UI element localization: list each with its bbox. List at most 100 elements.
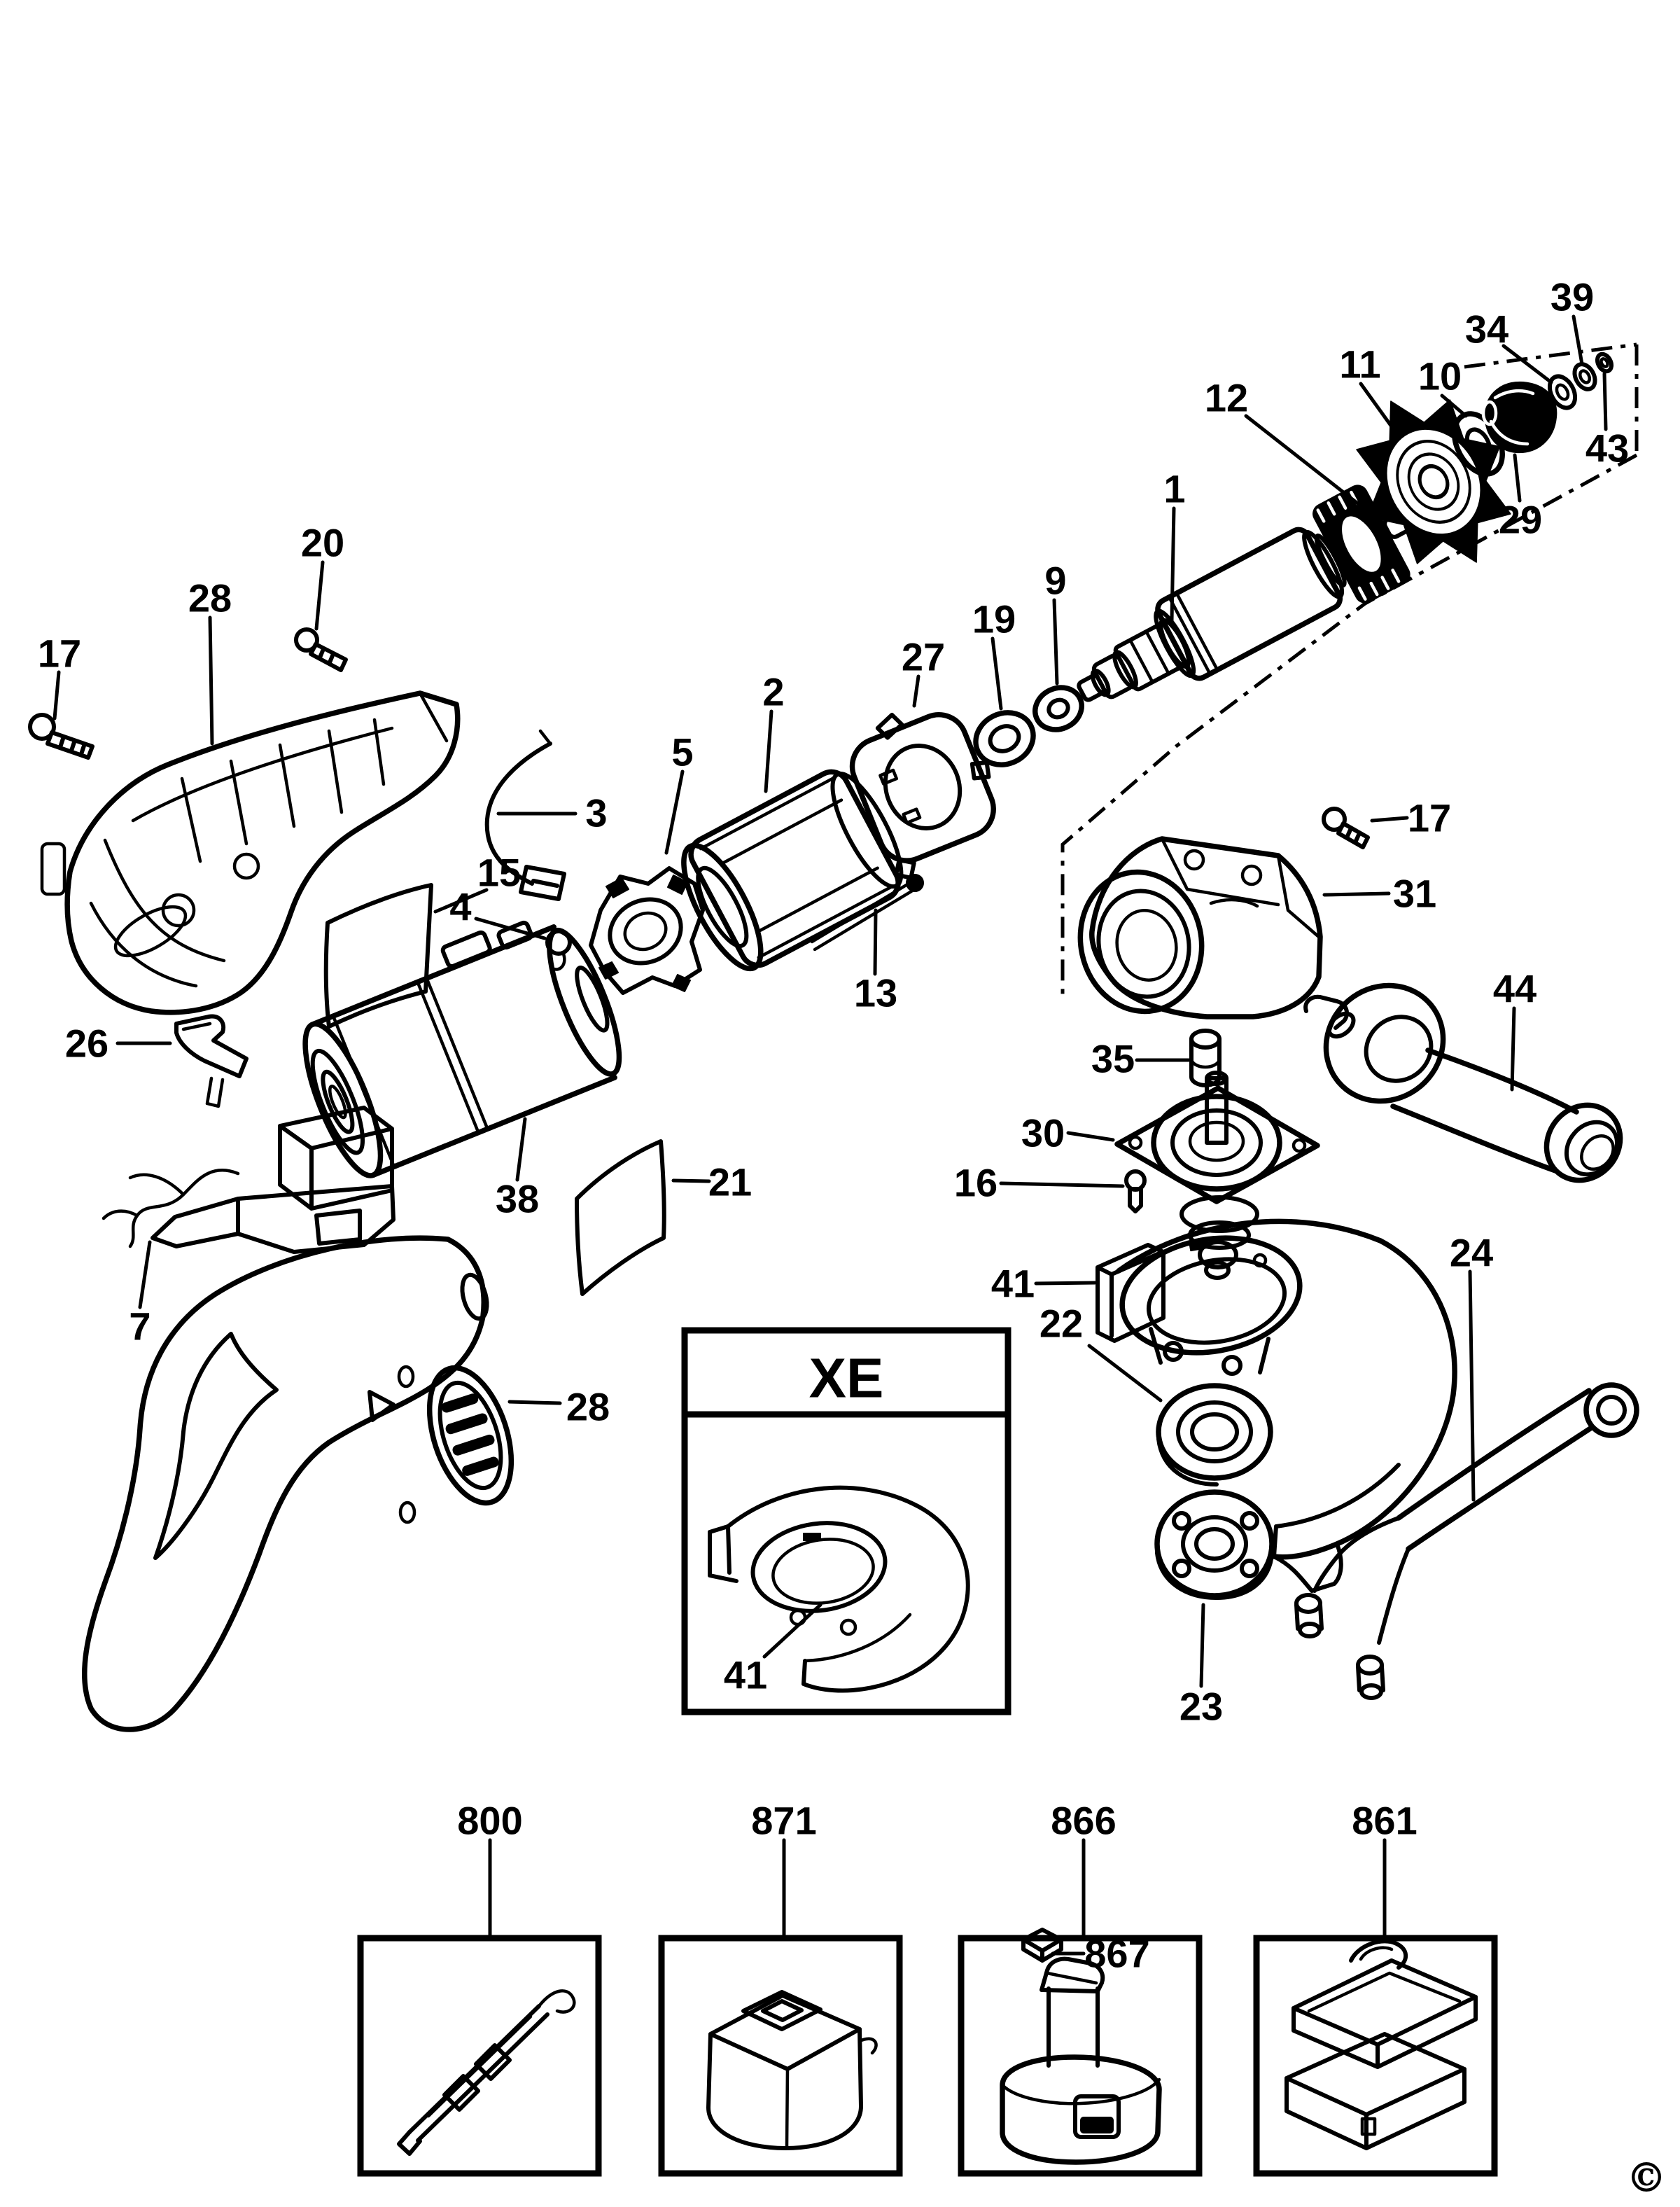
brush-holder-5	[589, 866, 705, 995]
callout-leader-29	[1513, 453, 1522, 503]
label-sticker-15	[323, 883, 433, 1029]
callout-label-29: 29	[1499, 498, 1542, 542]
callout-leader-5	[664, 770, 685, 855]
callout-leader-24	[1468, 1269, 1476, 1502]
callout-leader-17	[52, 670, 61, 720]
motor-38	[302, 920, 622, 1178]
callout-leader-41	[762, 1603, 822, 1659]
callout-label-17: 17	[38, 632, 81, 676]
side-handle-44	[1303, 982, 1623, 1183]
callout-label-19: 19	[972, 597, 1016, 641]
pin-wrench-24	[1294, 1382, 1639, 1700]
callout-label-30: 30	[1021, 1111, 1065, 1155]
callout-label-23: 23	[1180, 1685, 1223, 1729]
pin-13	[810, 874, 924, 952]
brush-kit-art-800	[397, 1989, 576, 2156]
callout-label-27: 27	[902, 635, 945, 679]
kit-box-861	[1253, 1935, 1498, 2177]
callout-leader-15	[433, 888, 489, 914]
xe-inset-box: XE	[681, 1327, 1011, 1715]
callout-label-15: 15	[477, 851, 521, 895]
charger-art-871	[706, 1990, 878, 2150]
callout-leader-23	[1199, 1603, 1205, 1688]
wire-lead-3	[484, 729, 566, 901]
callout-leader-10	[1440, 394, 1468, 418]
callout-label-34: 34	[1465, 307, 1508, 351]
screw-17-right	[1322, 807, 1370, 849]
callout-label-16: 16	[954, 1161, 997, 1205]
washer-9	[1032, 685, 1084, 732]
callout-leader-20	[314, 560, 325, 631]
callout-label-3: 3	[585, 791, 607, 835]
callout-label-28: 28	[188, 576, 232, 620]
callout-label-17: 17	[1408, 796, 1451, 840]
callout-leader-30	[1066, 1131, 1115, 1142]
callout-leader-22	[1087, 1344, 1163, 1402]
callout-leader-28	[208, 615, 214, 746]
callout-label-7: 7	[129, 1304, 150, 1349]
kit-box-866	[958, 1935, 1203, 2177]
screw-20	[294, 627, 348, 672]
callout-leader-4	[474, 917, 547, 940]
callout-label-26: 26	[65, 1022, 108, 1066]
callout-label-24: 24	[1450, 1231, 1493, 1275]
kit-box-871	[658, 1935, 903, 2177]
housing-half-lower	[82, 1235, 514, 1732]
callout-label-41: 41	[724, 1653, 767, 1697]
callout-label-1: 1	[1163, 467, 1185, 511]
bearing-plate-30	[1114, 1071, 1320, 1280]
washer-34	[1547, 374, 1578, 410]
callout-label-21: 21	[708, 1160, 752, 1204]
callout-label-800: 800	[457, 1799, 522, 1843]
callout-leader-43	[1602, 372, 1608, 431]
callout-leader-9	[1052, 598, 1059, 685]
callout-leader-17	[1370, 816, 1409, 823]
gear-case-31	[1077, 836, 1323, 1019]
outer-flange-nut-23	[1154, 1489, 1275, 1600]
callout-leader-39	[1572, 314, 1584, 366]
callout-leader-1	[1170, 506, 1176, 622]
callout-leader-7	[138, 1240, 152, 1309]
field-stator-2	[681, 769, 904, 972]
battery-cap-867	[1021, 1928, 1063, 1963]
lever-26	[174, 1014, 248, 1108]
callout-label-4: 4	[449, 885, 471, 929]
washer-39	[1572, 362, 1597, 391]
washer-43	[1595, 351, 1614, 374]
callout-leader-16	[999, 1181, 1125, 1188]
screw-17-left	[28, 713, 94, 760]
callout-label-9: 9	[1044, 559, 1066, 603]
callout-label-39: 39	[1550, 275, 1594, 319]
callout-label-44: 44	[1493, 967, 1536, 1011]
copyright-mark: ©	[1626, 2154, 1667, 2201]
inner-flange-22	[1156, 1383, 1273, 1487]
callout-leader-19	[990, 636, 1003, 711]
callout-label-12: 12	[1205, 376, 1248, 420]
screw-16	[1124, 1169, 1147, 1213]
callout-leader-28	[507, 1400, 562, 1405]
callout-label-28: 28	[566, 1385, 610, 1429]
callout-label-10: 10	[1418, 354, 1462, 398]
bearing-19	[973, 710, 1036, 767]
kit-box-800	[357, 1935, 602, 2177]
kit-boxes	[357, 1928, 1498, 2177]
xe-inset-title: XE	[809, 1347, 884, 1409]
switch-7	[102, 1106, 396, 1254]
callout-label-41: 41	[991, 1262, 1035, 1306]
callout-label-5: 5	[671, 730, 693, 774]
wheel-guard-41	[1096, 1218, 1457, 1593]
pinion-clutch-29	[1481, 381, 1558, 454]
callout-label-867: 867	[1084, 1932, 1149, 1976]
housing-half-upper	[40, 690, 461, 1015]
callout-label-13: 13	[854, 971, 897, 1015]
callout-leader-2	[764, 709, 774, 793]
xe-guard-art	[708, 1485, 970, 1693]
callout-label-31: 31	[1393, 872, 1436, 916]
callout-label-861: 861	[1352, 1799, 1417, 1843]
callout-label-11: 11	[1339, 342, 1380, 387]
callout-label-22: 22	[1040, 1302, 1083, 1346]
callout-leader-13	[873, 908, 878, 976]
